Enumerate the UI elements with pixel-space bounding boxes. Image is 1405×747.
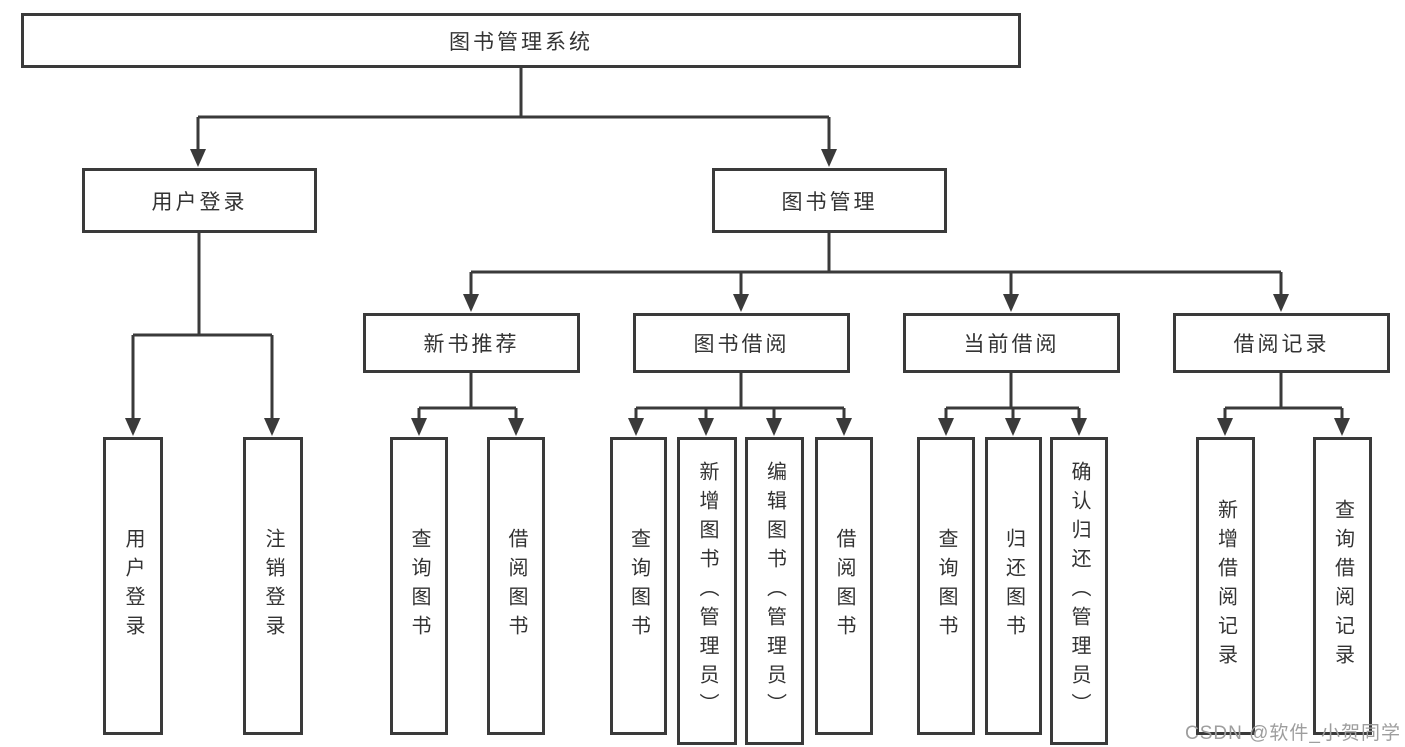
leaf-current-confirm-admin-label: 确认归还（管理员） [1068,460,1090,722]
leaf-user-login: 用户登录 [103,437,163,735]
node-borrow-records: 借阅记录 [1173,313,1390,373]
node-book-management: 图书管理 [712,168,947,233]
leaf-current-query-label: 查询图书 [935,528,957,644]
node-root-label: 图书管理系统 [449,30,593,54]
node-root: 图书管理系统 [21,13,1021,68]
csdn-watermark: CSDN @软件_小贺同学 [1185,723,1401,744]
leaf-newbook-query: 查询图书 [390,437,448,735]
node-book-borrow: 图书借阅 [633,313,850,373]
leaf-current-return-label: 归还图书 [1002,528,1025,644]
leaf-logout-label: 注销登录 [262,528,284,644]
leaf-borrow-add-admin: 新增图书（管理员） [677,437,737,745]
leaf-newbook-borrow: 借阅图书 [487,437,545,735]
leaf-borrow-book: 借阅图书 [815,437,873,735]
leaf-borrow-add-admin-label: 新增图书（管理员） [696,460,718,722]
node-borrow-records-label: 借阅记录 [1233,333,1330,356]
leaf-records-query-label: 查询借阅记录 [1331,499,1354,673]
leaf-records-add: 新增借阅记录 [1196,437,1255,735]
node-new-book-recommend: 新书推荐 [363,313,580,373]
leaf-newbook-query-label: 查询图书 [408,528,430,644]
node-book-management-label: 图书管理 [781,190,878,214]
node-new-book-recommend-label: 新书推荐 [423,333,520,356]
leaf-records-query: 查询借阅记录 [1313,437,1372,735]
leaf-current-return: 归还图书 [985,437,1042,735]
leaf-records-add-label: 新增借阅记录 [1214,499,1237,673]
leaf-newbook-borrow-label: 借阅图书 [505,528,527,644]
leaf-borrow-query-label: 查询图书 [627,528,650,644]
node-user-login-label: 用户登录 [151,190,248,214]
node-book-borrow-label: 图书借阅 [693,333,790,356]
leaf-user-login-label: 用户登录 [122,528,144,644]
leaf-logout: 注销登录 [243,437,303,735]
leaf-borrow-edit-admin: 编辑图书（管理员） [745,437,804,745]
node-current-borrow-label: 当前借阅 [963,333,1060,356]
leaf-borrow-query: 查询图书 [610,437,667,735]
arrowheads [125,149,1350,436]
branch-lines [131,68,1344,419]
leaf-borrow-edit-admin-label: 编辑图书（管理员） [763,460,786,722]
leaf-borrow-book-label: 借阅图书 [833,528,855,644]
node-current-borrow: 当前借阅 [903,313,1120,373]
leaf-current-query: 查询图书 [917,437,975,735]
leaf-current-confirm-admin: 确认归还（管理员） [1050,437,1108,745]
node-user-login: 用户登录 [82,168,317,233]
